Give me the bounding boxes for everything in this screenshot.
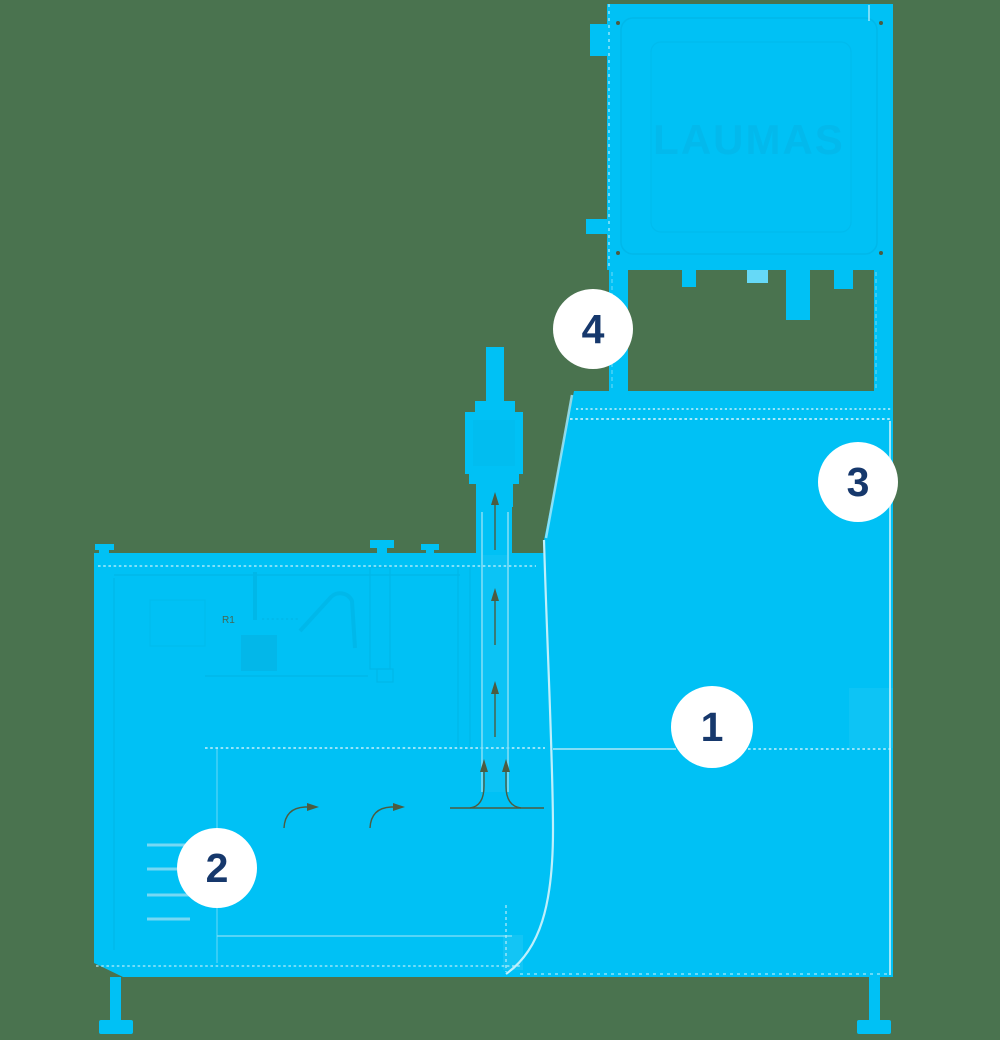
svg-text:LAUMAS: LAUMAS bbox=[653, 116, 845, 163]
svg-text:4: 4 bbox=[582, 306, 605, 352]
svg-text:2: 2 bbox=[206, 845, 229, 891]
svg-text:3: 3 bbox=[847, 459, 870, 505]
svg-text:R1: R1 bbox=[222, 615, 235, 626]
svg-text:1: 1 bbox=[701, 704, 724, 750]
